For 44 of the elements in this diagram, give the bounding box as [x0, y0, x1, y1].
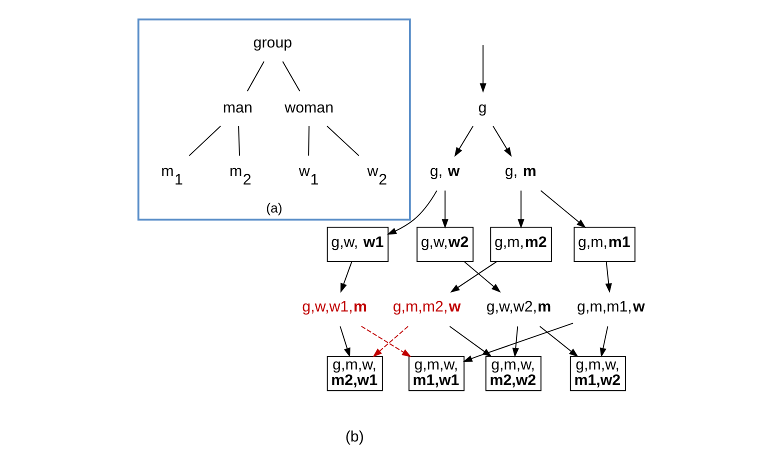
- arrow: [450, 261, 497, 293]
- node-text: g,m,m1,w: [576, 298, 644, 316]
- node-text: group: [252, 34, 292, 52]
- node-text: g: [478, 99, 486, 116]
- node-text: g, m: [504, 162, 536, 180]
- arrow: [448, 326, 492, 358]
- connector: [238, 126, 240, 156]
- arrow: [340, 261, 352, 293]
- arrow: [454, 126, 474, 157]
- node-text: g,m,m2,w: [392, 298, 460, 316]
- arrow: [462, 322, 574, 362]
- node-text: woman: [284, 99, 334, 116]
- node-box: g,m,m2: [490, 226, 552, 262]
- arrow: [464, 261, 500, 293]
- arrow: [372, 326, 408, 358]
- node-box: g,m,w, m2,w1: [326, 356, 382, 392]
- node-box: g,m,m1: [573, 226, 635, 262]
- arrow: [517, 190, 524, 229]
- node-text: man: [222, 99, 252, 116]
- node-box: g,w,w2: [416, 226, 474, 262]
- arrow: [386, 190, 437, 235]
- node-box: g,m,w, m2,w2: [484, 356, 541, 392]
- connector: [282, 61, 300, 92]
- connector: [188, 126, 221, 156]
- node-text: g,w,w2,m: [486, 298, 551, 316]
- arrow: [492, 126, 512, 157]
- arrow: [538, 326, 578, 358]
- node-text: g,w,w1,m: [302, 298, 366, 316]
- label: (b): [344, 428, 364, 446]
- node-box: g,w, w1: [326, 226, 388, 262]
- arrow: [339, 326, 350, 358]
- connector: [308, 126, 310, 156]
- arrow: [604, 261, 612, 293]
- node-box: g,m,w, m1,w2: [569, 356, 626, 392]
- arrow: [479, 44, 486, 93]
- arrow: [360, 326, 411, 358]
- arrow: [512, 326, 518, 358]
- arrow: [599, 326, 608, 358]
- node-box: g,m,w, m1,w1: [408, 356, 464, 392]
- connector: [246, 61, 264, 92]
- node-text: g, w: [429, 162, 460, 180]
- connector: [326, 126, 359, 156]
- arrow: [540, 190, 586, 228]
- arrow: [441, 190, 448, 229]
